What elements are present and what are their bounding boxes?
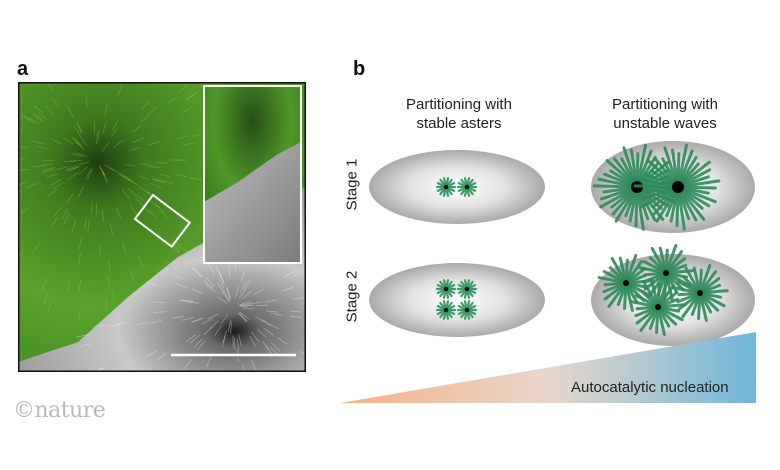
aster (456, 300, 478, 320)
panel-a-label: a (17, 58, 29, 80)
microscopy-image (18, 82, 306, 372)
inset-zoom (203, 85, 302, 264)
aster-wave (637, 244, 695, 302)
partitioning-diagram (369, 141, 755, 346)
panel-b-label: b (353, 58, 366, 80)
nature-logo: ©nature (13, 398, 106, 423)
aster (435, 279, 457, 299)
column-title-line-1: Partitioning with (612, 96, 718, 113)
aster (435, 177, 457, 197)
aster (456, 177, 478, 197)
aster-wave (629, 278, 687, 336)
cell-stable-stage-2 (369, 263, 545, 337)
stage-1-label: Stage 1 (343, 158, 361, 211)
column-title-line-1: Partitioning with (406, 96, 512, 113)
column-title-stable-asters: Partitioning with stable asters (374, 95, 544, 133)
aster-wave (633, 143, 721, 231)
column-title-line-2: stable asters (416, 115, 502, 132)
zoom-box (133, 193, 192, 249)
aster (456, 279, 478, 299)
aster-wave (671, 264, 729, 322)
gradient-label: Autocatalytic nucleation (571, 379, 729, 396)
aster-wave (597, 254, 655, 312)
column-title-unstable-waves: Partitioning with unstable waves (580, 95, 750, 133)
column-title-line-2: unstable waves (613, 115, 717, 132)
nucleation-gradient (340, 332, 756, 403)
stage-2-label: Stage 2 (343, 270, 361, 323)
aster (435, 300, 457, 320)
